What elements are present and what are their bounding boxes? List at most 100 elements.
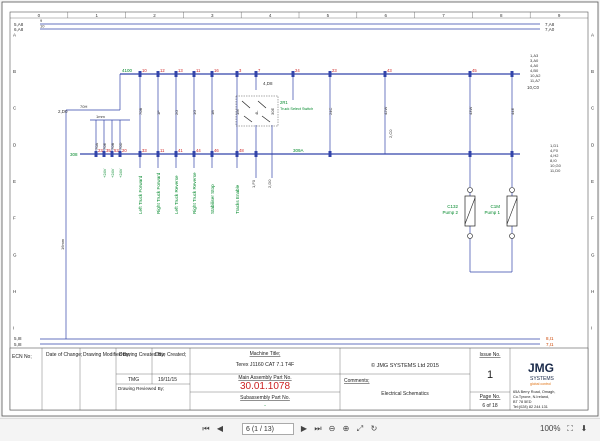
wire-id: 70A xyxy=(94,143,99,150)
main-part: 30.01.1078 xyxy=(240,381,290,392)
ref-left-1: 5,A8 xyxy=(14,22,24,27)
wire-id: 2G xyxy=(174,110,179,115)
row-letter: F xyxy=(591,216,594,221)
rotate-icon[interactable]: ↻ xyxy=(370,424,378,433)
row-letter: B xyxy=(591,69,594,74)
bus-d-refs: 1,D1 4,F0 4,H2 8,I0 10,G0 11,D0 xyxy=(550,143,562,173)
row-letter: H xyxy=(591,289,594,294)
fullscreen-icon[interactable]: ⛶ xyxy=(567,424,573,433)
row-letter: I xyxy=(591,326,592,331)
column-number: 9 xyxy=(558,13,561,18)
column-number: 3 xyxy=(211,13,214,18)
reviewed-label: Drawing Reviewed By; xyxy=(118,386,164,391)
plus-24v: +24V xyxy=(110,168,115,178)
comments-label: Comments; xyxy=(344,378,370,384)
terminal-label: 10 xyxy=(142,68,147,73)
plus-24v: +24V xyxy=(102,168,107,178)
page-label: Page No. xyxy=(480,394,501,400)
ref-f2: 2,D0 xyxy=(267,179,272,188)
issue-label: Issue No. xyxy=(479,352,500,358)
coil-name: Pump 2 xyxy=(442,210,458,215)
date-change-label: Date of Change; xyxy=(46,352,82,358)
address-line: BT 78 5ED xyxy=(513,400,532,404)
created-by: TMG xyxy=(128,377,139,383)
page-number-field[interactable]: 6 (1 / 13) xyxy=(242,423,294,435)
row-letter: F xyxy=(13,216,16,221)
wire-9: 9 xyxy=(40,18,43,23)
incoming-wires xyxy=(40,23,540,345)
terminal-label: 48 xyxy=(239,148,244,153)
terminal-label: 53 xyxy=(114,148,119,153)
zoom-level: 100% xyxy=(540,424,561,433)
wire-id: 70D xyxy=(118,143,123,150)
terminal-label: 33 xyxy=(142,148,147,153)
row-letter: B xyxy=(13,69,16,74)
function-label: Left Truck Reverse xyxy=(174,175,179,214)
viewer-toolbar: ⏮ ◀ 6 (1 / 13) ▶ ⏭ ⊖ ⊕ ⤢ ↻ 100% ⛶ ⬇ xyxy=(0,418,600,441)
issue: 1 xyxy=(487,369,493,381)
wire-id: 70B xyxy=(138,108,143,115)
terminal-label: 12 xyxy=(160,68,165,73)
wire-id: 70B xyxy=(110,143,115,150)
terminal-label: 13 xyxy=(178,68,183,73)
last-page-button[interactable]: ⏭ xyxy=(314,424,322,433)
bus-b-ref: 4,B0 xyxy=(530,68,539,73)
ref-bottom-left-1: 5,I8 xyxy=(14,336,22,341)
column-number: 8 xyxy=(500,13,503,18)
column-number: 4 xyxy=(269,13,272,18)
bus-b-ref: 3,A0 xyxy=(530,58,539,63)
first-page-button[interactable]: ⏮ xyxy=(202,424,210,433)
row-letter: E xyxy=(591,179,594,184)
machine-title-label: Machine Title; xyxy=(250,351,281,357)
ref-left-2: 6,A8 xyxy=(14,27,24,32)
bus-b-ref: 1,A3 xyxy=(530,53,539,58)
terminal-label: 23 xyxy=(332,68,337,73)
wire-id: 1B xyxy=(210,110,215,115)
bus-b-ref: 4,A0 xyxy=(530,63,539,68)
wire-id: 1F xyxy=(156,110,161,115)
terminal-label: 24 xyxy=(295,68,300,73)
terminal-label: 20 xyxy=(122,148,127,153)
column-number: 6 xyxy=(384,13,387,18)
row-letter: A xyxy=(13,32,16,37)
company-logo: JMG SYSTEMS global control xyxy=(528,361,555,386)
bus-d-ref: 4,F0 xyxy=(550,148,559,153)
wire-id: 24C xyxy=(328,108,333,115)
company-name: JMG xyxy=(528,361,554,375)
function-label: Stabiliser Stop xyxy=(210,184,215,214)
feed-ref: 2,D0 xyxy=(58,109,68,114)
prev-page-button[interactable]: ◀ xyxy=(216,424,224,433)
coil-terminal xyxy=(467,233,473,239)
next-page-button[interactable]: ▶ xyxy=(300,424,308,433)
bus-d-ref: 11,D0 xyxy=(550,168,561,173)
wire-1mm: 1mm xyxy=(96,114,106,119)
ref-bottom-right-2: 7,I1 xyxy=(546,342,554,347)
column-number: 5 xyxy=(327,13,330,18)
comments: Electrical Schematics xyxy=(381,391,429,397)
ref-mid: 4,D8 xyxy=(263,81,273,86)
bus-d-start: 308 xyxy=(70,152,78,157)
function-label: Left Truck Forward xyxy=(138,175,143,214)
modified-label: Drawing Modified By; xyxy=(83,352,130,358)
ref-c: 10,C0 xyxy=(527,85,540,90)
column-number: 7 xyxy=(442,13,445,18)
wire-id: 30E xyxy=(270,108,275,115)
download-icon[interactable]: ⬇ xyxy=(580,424,588,433)
fit-page-icon[interactable]: ⤢ xyxy=(356,424,364,433)
function-label: Tracks Enable xyxy=(235,184,240,214)
bus-d-ref: 1,D1 xyxy=(550,143,559,148)
row-letter: G xyxy=(591,252,595,257)
company-sub: SYSTEMS xyxy=(530,376,555,382)
ref-bottom-left-2: 5,I8 xyxy=(14,342,22,347)
terminal-label: 16 xyxy=(214,68,219,73)
address-line: Tel:(028) 82 244 131 xyxy=(513,405,548,409)
terminal-label: 45 xyxy=(472,68,477,73)
zoom-out-icon[interactable]: ⊖ xyxy=(328,424,336,433)
zoom-in-icon[interactable]: ⊕ xyxy=(342,424,350,433)
ecn-label: ECN No; xyxy=(12,354,32,360)
machine-title: Terex J1160 CAT 7.1 T4F xyxy=(236,362,294,368)
